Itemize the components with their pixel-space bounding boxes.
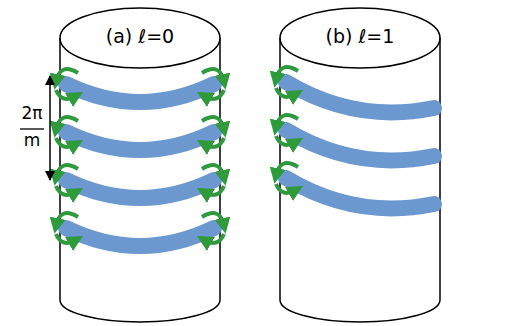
- fraction-denominator: m: [24, 131, 41, 150]
- rotation-arrows: [56, 67, 298, 243]
- cylinder: [60, 8, 220, 322]
- fraction-numerator: 2π: [21, 104, 42, 123]
- rotation-arrow: [56, 234, 76, 243]
- rotation-arrow: [202, 165, 224, 178]
- rotation-arrow: [56, 186, 76, 195]
- period-arrow: [49, 76, 51, 180]
- panel-label: (b) ℓ=1: [326, 26, 395, 47]
- rotation-arrow: [204, 90, 224, 99]
- rotation-arrow: [276, 163, 298, 176]
- rotation-arrow: [276, 88, 296, 97]
- rotation-arrow: [56, 90, 76, 99]
- band: [66, 132, 214, 150]
- rotation-arrow: [56, 138, 76, 147]
- band: [66, 84, 214, 102]
- panel-label: (a) ℓ=0: [106, 26, 174, 47]
- rotation-arrow: [56, 165, 78, 178]
- band: [66, 180, 214, 198]
- rotation-arrow: [56, 117, 78, 130]
- rotation-arrow: [276, 115, 298, 128]
- rotation-arrow: [276, 67, 298, 80]
- band: [286, 82, 434, 112]
- rotation-arrow: [56, 213, 78, 226]
- rotation-arrow: [204, 234, 224, 243]
- rotation-arrow: [202, 117, 224, 130]
- bands: [66, 82, 434, 246]
- rotation-arrow: [204, 138, 224, 147]
- band: [286, 130, 434, 160]
- rotation-arrow: [202, 69, 224, 82]
- rotation-arrow: [204, 186, 224, 195]
- rotation-arrow: [202, 213, 224, 226]
- band: [66, 228, 214, 246]
- fraction-bar: [20, 128, 44, 129]
- rotation-arrow: [276, 136, 296, 145]
- band: [286, 178, 434, 208]
- rotation-arrow: [276, 184, 296, 193]
- rotation-arrow: [56, 69, 78, 82]
- cylinder: [280, 8, 440, 322]
